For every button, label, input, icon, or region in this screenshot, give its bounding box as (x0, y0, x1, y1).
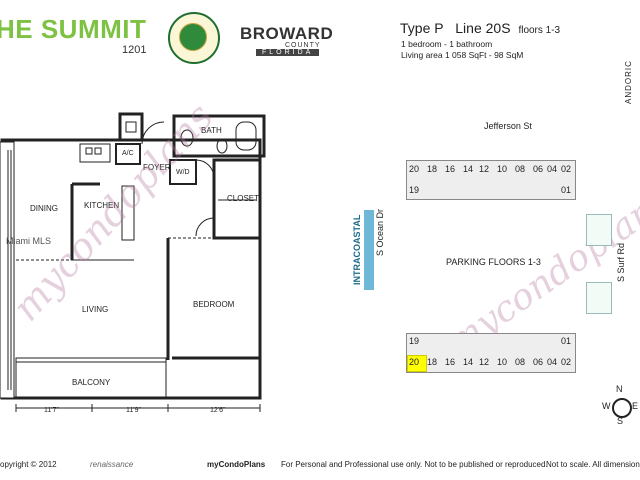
compass-s: S (617, 416, 624, 426)
unit-details: 1 bedroom - 1 bathroom Living area 1 058… (401, 39, 523, 61)
room-bedroom: BEDROOM (193, 300, 235, 309)
dim-1: 11'7" (44, 407, 59, 414)
county-logo-state: FLORIDA (256, 49, 320, 56)
type-label: Type P (400, 20, 444, 36)
building-number: 1201 (122, 44, 147, 56)
line-label: Line 20S (455, 20, 511, 36)
city-seal-logo (168, 12, 220, 64)
mcp-logo: myCondoPlans (207, 460, 266, 469)
room-wd: W/D (176, 169, 190, 176)
floors-label: floors 1-3 (518, 25, 561, 36)
unit-top-20: 20 (409, 164, 420, 174)
unit-top-14: 14 (463, 164, 474, 174)
unit-top-16: 16 (445, 164, 456, 174)
unit-bottom-16: 16 (445, 357, 456, 367)
unit-top-12: 12 (479, 164, 490, 174)
unit-top-04: 04 (547, 164, 558, 174)
waterway-strip (364, 210, 374, 290)
compass-w: W (602, 401, 611, 411)
unit-bottom-08: 08 (515, 357, 526, 367)
county-logo-sub: COUNTY (285, 42, 321, 49)
waterway-label: INTRACOASTAL (352, 214, 362, 285)
copyright: opyright © 2012 (0, 460, 57, 469)
parking-label: PARKING FLOORS 1-3 (446, 257, 541, 267)
compass-icon (612, 398, 632, 418)
unit-top-18: 18 (427, 164, 438, 174)
unit-bottom-14: 14 (463, 357, 474, 367)
floor-plan (0, 112, 266, 412)
room-balcony: BALCONY (72, 378, 111, 387)
unit-bottom-18: 18 (427, 357, 438, 367)
pool-top (586, 214, 612, 246)
unit-top-10: 10 (497, 164, 508, 174)
dim-2: 11'9" (126, 407, 141, 414)
unit-bottom-06: 06 (533, 357, 544, 367)
unit-top-06: 06 (533, 164, 544, 174)
unit-highlight (407, 355, 427, 372)
room-kitchen: KITCHEN (84, 201, 120, 210)
street-west: S Ocean Dr (375, 208, 385, 256)
unit-bottom-19: 19 (409, 336, 420, 346)
unit-bottom-20: 20 (409, 357, 420, 367)
scale-notice: Not to scale. All dimensions a (546, 460, 640, 469)
street-north: Jefferson St (484, 121, 532, 131)
mls-watermark: Miami MLS (6, 236, 52, 246)
room-bath: BATH (201, 126, 222, 135)
unit-bottom-02: 02 (561, 357, 572, 367)
usage-notice: For Personal and Professional use only. … (281, 460, 548, 469)
county-logo-word: BROWARD (240, 24, 334, 43)
compass-e: E (632, 401, 639, 411)
unit-type-heading: Type P Line 20S floors 1-3 (400, 20, 560, 36)
room-foyer: FOYER (143, 163, 171, 172)
bed-bath: 1 bedroom - 1 bathroom (401, 39, 493, 49)
living-area: Living area 1 058 SqFt - 98 SqM (401, 50, 524, 60)
building-title: HE SUMMIT (0, 14, 147, 44)
unit-top-02: 02 (561, 164, 572, 174)
unit-bottom-12: 12 (479, 357, 490, 367)
unit-top-19: 19 (409, 185, 420, 195)
room-dining: DINING (30, 204, 58, 213)
room-ac: A/C (122, 150, 134, 157)
building-top (406, 160, 576, 200)
pool-bottom (586, 282, 612, 314)
room-living: LIVING (82, 305, 109, 314)
unit-top-01: 01 (561, 185, 572, 195)
room-closet: CLOSET (227, 194, 260, 203)
building-bottom (406, 333, 576, 373)
unit-top-08: 08 (515, 164, 526, 174)
renaissance-logo: renaissance (90, 460, 134, 469)
street-east: S Surf Rd (616, 242, 626, 282)
unit-bottom-01: 01 (561, 336, 572, 346)
compass-n: N (616, 384, 623, 394)
unit-bottom-10: 10 (497, 357, 508, 367)
developer-brand: ANDORIC (624, 60, 633, 104)
unit-bottom-04: 04 (547, 357, 558, 367)
dim-3: 12'6" (210, 407, 226, 414)
